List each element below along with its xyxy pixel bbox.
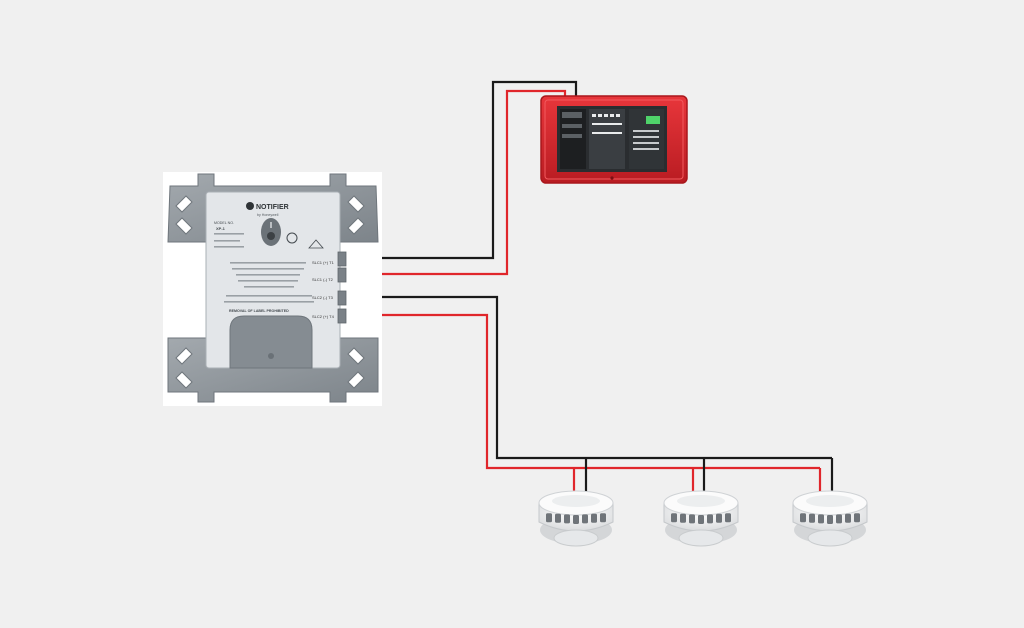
terminal-label-4: SLC2 (+) T4	[312, 314, 335, 319]
monitor-module: NOTIFIER by Honeywell MODEL NO. XP-1 REM…	[163, 172, 382, 406]
wire-detector-red	[344, 313, 820, 470]
terminal-label-2: SLC1 (-) T2	[312, 277, 334, 282]
label-footer: REMOVAL OF LABEL PROHIBITED	[229, 309, 289, 313]
model-value: XP-1	[216, 226, 226, 231]
wire-panel-red	[344, 89, 567, 276]
terminal-label-3: SLC2 (-) T3	[312, 295, 334, 300]
label-fine-print	[214, 233, 314, 303]
terminal-label-1: SLC1 (+) T1	[312, 260, 335, 265]
smoke-detector-2	[663, 490, 739, 547]
approval-mark-icon	[308, 239, 324, 249]
module-brand: NOTIFIER	[256, 204, 289, 211]
ul-mark-icon	[286, 232, 298, 244]
module-wiring-cover	[229, 315, 313, 369]
module-sub-brand: by Honeywell	[257, 213, 279, 217]
wire-panel-black	[344, 80, 578, 260]
terminal-strip	[337, 251, 347, 324]
smoke-detectors	[538, 490, 868, 547]
smoke-detector-3	[792, 490, 868, 547]
fire-alarm-control-panel	[540, 95, 688, 184]
wires	[344, 80, 834, 492]
brand-logo-mark	[246, 202, 254, 210]
model-label: MODEL NO.	[214, 221, 234, 225]
smoke-detector-1	[538, 490, 614, 547]
wire-detector-black	[344, 295, 832, 460]
